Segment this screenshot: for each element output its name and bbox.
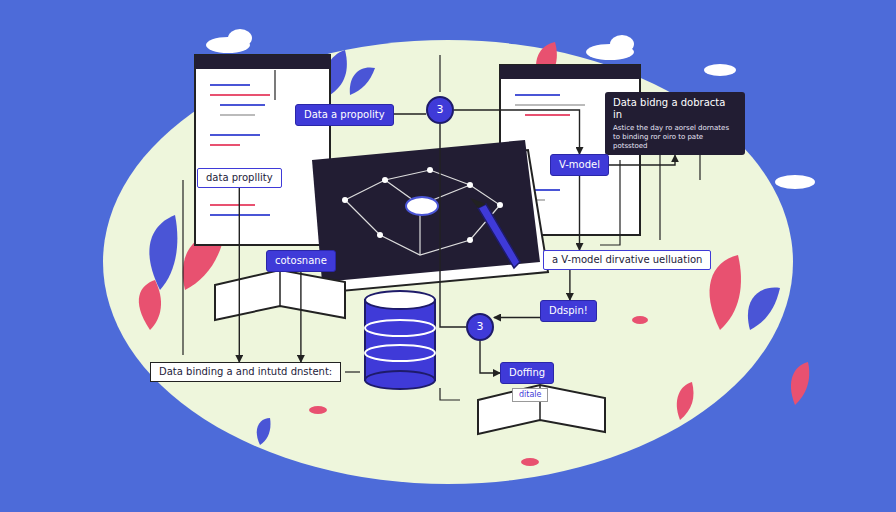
callout-circle: 3: [466, 313, 494, 341]
connector: [440, 124, 466, 327]
node-text: 3: [437, 103, 444, 116]
node-text: Data binding a and intutd dnstent:: [159, 366, 332, 378]
connector: [494, 317, 540, 318]
node-text: Data bidng a dobracta in: [613, 97, 737, 121]
connector: [569, 270, 570, 300]
node-text: a V-model dirvative uelluation: [552, 254, 702, 266]
node-text: Data a propolity: [304, 109, 385, 121]
connector: [454, 110, 580, 154]
node-text: ditale: [519, 390, 541, 400]
book-label: cotosnane: [266, 250, 336, 272]
directive-box: V-model: [550, 154, 609, 176]
node-text: Ddspin!: [549, 305, 588, 317]
node-text: V-model: [559, 159, 600, 171]
book-label: ditale: [512, 388, 548, 402]
connector: [394, 113, 426, 114]
connector: [239, 188, 240, 362]
node-text: 3: [477, 320, 484, 333]
connector: [480, 341, 500, 373]
binding-band: Data binding a and intutd dnstent:: [150, 362, 341, 382]
left-browser-window: [195, 55, 330, 245]
connector: [300, 272, 301, 362]
label-box: Doffing: [500, 362, 554, 384]
directive-box: a V-model dirvative uelluation: [543, 250, 711, 270]
node-text: cotosnane: [275, 255, 327, 267]
open-book-right: [478, 385, 605, 434]
notebook: [312, 140, 548, 292]
property-box: Data a propolity: [295, 104, 394, 126]
ground-oval: [103, 40, 793, 484]
label-box: Ddspin!: [540, 300, 597, 322]
plants: [139, 42, 809, 466]
open-book-left: [215, 270, 345, 320]
node-text: Doffing: [509, 367, 545, 379]
pen: [470, 198, 520, 268]
callout-circle: 3: [426, 96, 454, 124]
connector: [579, 176, 580, 250]
callout-box: Data bidng a dobracta in Astice the day r…: [605, 92, 745, 155]
connector: [609, 155, 675, 165]
database: [365, 291, 435, 389]
body-text: Astice the day ro aorsel dornates to bin…: [613, 124, 737, 150]
property-box: data propllity: [197, 168, 282, 188]
node-text: data propllity: [206, 172, 273, 184]
